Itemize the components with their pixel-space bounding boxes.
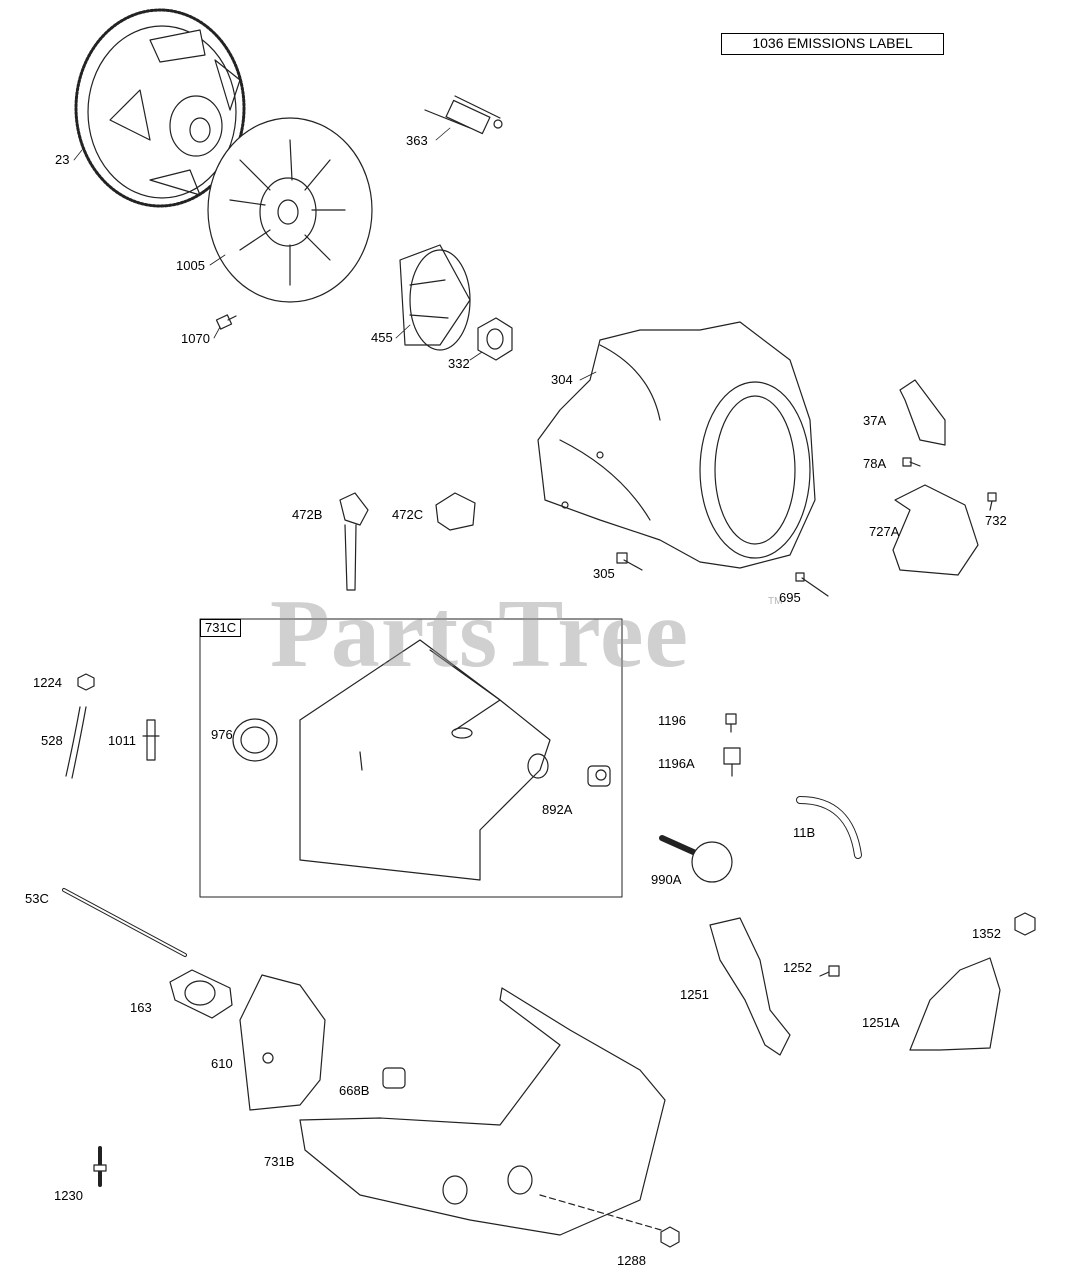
stud-part-1230 [93, 1146, 107, 1187]
part-label: 472B [292, 507, 323, 522]
switch-part-892A [587, 765, 611, 787]
shroud-part-731B [299, 987, 669, 1236]
part-label: 1252 [783, 960, 812, 975]
part-label: 472C [392, 507, 424, 522]
part-label: 732 [985, 513, 1007, 528]
cap-part-976 [232, 718, 278, 762]
nut-part-1288 [660, 1226, 680, 1248]
inset-box-731c [199, 618, 623, 898]
part-label: 731B [264, 1154, 295, 1169]
part-label: 1196 [658, 713, 686, 728]
bracket-part-1251A [909, 957, 1001, 1051]
part-label: 727A [869, 524, 900, 539]
part-label: 37A [863, 413, 887, 428]
part-label: 892A [542, 802, 573, 817]
part-label: 363 [406, 133, 428, 148]
nut-part-332 [477, 317, 513, 361]
bolt-part-78A [902, 457, 921, 467]
screw-part-695 [795, 572, 829, 597]
part-label: 11B [793, 825, 816, 840]
watermark-text: PartsTree [270, 580, 689, 688]
emissions-label-box: 1036 EMISSIONS LABEL [721, 33, 944, 55]
blower-housing-part-304 [537, 321, 816, 569]
cover-part-731C [299, 639, 551, 881]
part-label: 1011 [108, 733, 136, 748]
nut-part-1352 [1014, 912, 1036, 936]
part-label: 23 [55, 152, 70, 167]
part-label: 528 [41, 733, 63, 748]
leader-lines [73, 127, 597, 381]
watermark-trademark: TM [768, 596, 783, 607]
cup-part-455 [399, 244, 471, 351]
part-label: 163 [130, 1000, 152, 1015]
part-label: 1224 [33, 675, 62, 690]
part-label: 976 [211, 727, 233, 742]
part-label: 1251 [680, 987, 709, 1002]
shield-part-37A [899, 379, 946, 446]
cover-part-727A [892, 484, 979, 576]
part-label: 668B [339, 1083, 370, 1098]
part-label: 53C [25, 891, 49, 906]
fitting-part-1011 [142, 719, 160, 761]
part-label: 305 [593, 566, 615, 581]
inset-box-label: 731C [200, 619, 242, 637]
gasket-part-163 [169, 969, 233, 1019]
bracket-part-1251 [709, 917, 791, 1056]
clip-part-1196A [723, 747, 741, 777]
part-label: 695 [779, 590, 801, 605]
bolt-part-1252 [819, 965, 840, 977]
guard-part-610 [239, 974, 326, 1111]
flywheel-part-23 [74, 8, 246, 208]
part-label: 304 [551, 372, 573, 387]
part-label: 1230 [54, 1188, 83, 1203]
fan-part-1005 [207, 117, 373, 303]
part-label: 332 [448, 356, 470, 371]
screw-part-1196 [725, 713, 737, 733]
part-label: 610 [211, 1056, 233, 1071]
part-label: 1288 [617, 1253, 646, 1268]
hose-part-528 [65, 706, 87, 779]
knob-part-472C [435, 492, 476, 531]
part-label: 990A [651, 872, 682, 887]
part-label: 78A [863, 456, 887, 471]
part-label: 1196A [658, 756, 695, 771]
part-label: 1070 [181, 331, 210, 346]
hose-part-11B [796, 796, 862, 859]
primer-part-990A [659, 835, 733, 883]
bracket-part-363 [424, 95, 503, 135]
part-label: 455 [371, 330, 393, 345]
screw-part-305 [616, 552, 643, 571]
part-label: 1005 [176, 258, 205, 273]
lever-part-472B [339, 492, 369, 591]
rod-part-53C [62, 888, 187, 957]
bolt-part-1070 [215, 314, 237, 330]
spacer-part-668B [382, 1067, 406, 1089]
part-label: 1251A [862, 1015, 900, 1030]
nut-part-1224 [77, 673, 95, 691]
part-label: 1352 [972, 926, 1001, 941]
bolt-part-732 [987, 492, 997, 511]
